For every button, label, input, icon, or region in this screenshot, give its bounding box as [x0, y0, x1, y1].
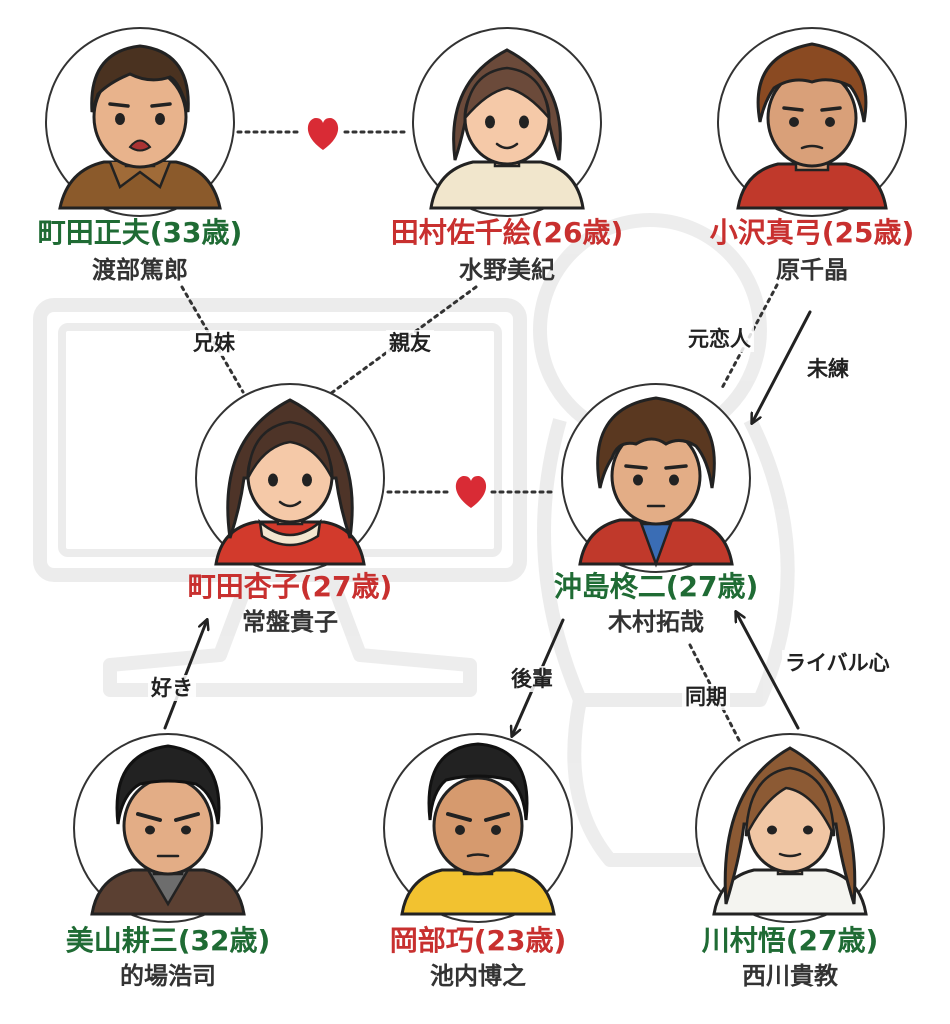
arrow-kozo-anzu: [163, 620, 207, 730]
portrait-mayumi: [712, 22, 912, 217]
portrait-chie: [407, 22, 607, 217]
actor-name-takumi: 池内博之: [430, 962, 526, 990]
portrait-shuji: [556, 378, 756, 573]
actor-name-shuji: 木村拓哉: [608, 608, 704, 636]
relation-label-suki: 好き: [148, 675, 196, 701]
actor-name-anzu: 常盤貴子: [242, 608, 338, 636]
relation-label-miren: 未練: [804, 356, 852, 382]
relation-label-motokoibito: 元恋人: [685, 326, 754, 352]
arrow-mayumi-shuji: [752, 310, 812, 423]
actor-name-satoru: 西川貴教: [742, 962, 838, 990]
actor-name-masao: 渡部篤郎: [92, 256, 188, 284]
relation-label-doki: 同期: [682, 684, 730, 710]
portrait-kozo: [68, 728, 268, 923]
portrait-satoru: [690, 728, 890, 923]
relation-label-kyodai: 兄妹: [190, 330, 238, 356]
character-name-takumi: 岡部巧(23歳): [389, 924, 567, 957]
heart-icon: [455, 476, 487, 508]
portrait-anzu: [190, 378, 390, 573]
relation-label-shinyu: 親友: [386, 330, 434, 356]
relation-label-rival: ライバル心: [782, 650, 893, 676]
character-name-satoru: 川村悟(27歳): [701, 924, 879, 957]
character-name-kozo: 美山耕三(32歳): [65, 924, 271, 957]
actor-name-chie: 水野美紀: [459, 256, 555, 284]
portrait-masao: [40, 22, 240, 217]
arrow-satoru-shuji: [736, 612, 800, 730]
actor-name-mayumi: 原千晶: [776, 256, 848, 284]
character-name-masao: 町田正夫(33歳): [37, 216, 243, 249]
character-name-shuji: 沖島柊二(27歳): [553, 570, 759, 603]
actor-name-kozo: 的場浩司: [120, 962, 216, 990]
character-name-mayumi: 小沢真弓(25歳): [709, 216, 915, 249]
line-masao-anzu: [180, 285, 245, 394]
portrait-takumi: [378, 728, 578, 923]
relation-label-kohai: 後輩: [508, 666, 556, 692]
character-name-anzu: 町田杏子(27歳): [187, 570, 393, 603]
heart-icon: [307, 118, 339, 150]
character-name-chie: 田村佐千絵(26歳): [390, 216, 624, 249]
